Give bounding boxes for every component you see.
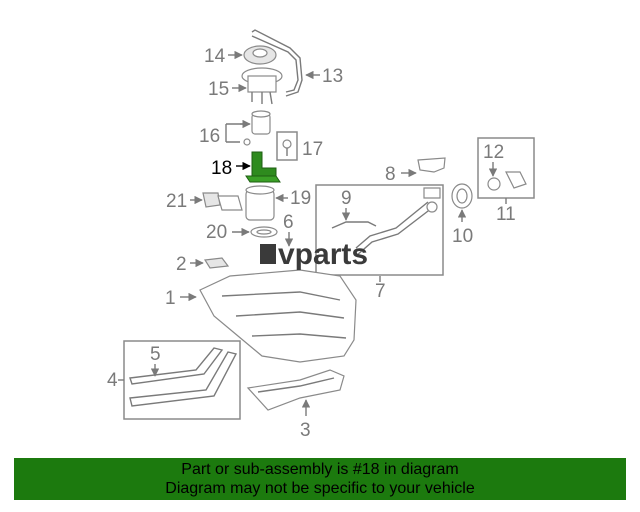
callout-2: 2 xyxy=(176,254,187,275)
callout-11: 11 xyxy=(496,204,516,225)
callout-1: 1 xyxy=(165,288,176,309)
callout-16: 16 xyxy=(199,126,220,147)
callout-10: 10 xyxy=(452,226,473,247)
callout-21: 21 xyxy=(166,191,187,212)
part-3-heat-shield xyxy=(246,369,345,411)
callout-8: 8 xyxy=(385,164,396,185)
callout-17: 17 xyxy=(302,139,323,160)
callout-6: 6 xyxy=(283,212,294,233)
part-19-canister xyxy=(245,185,275,221)
part-14-seal-ring xyxy=(243,45,277,65)
callout-4: 4 xyxy=(107,370,118,391)
part-17-valve xyxy=(276,131,298,161)
part-18-bracket xyxy=(245,151,281,183)
callout-18: 18 xyxy=(211,158,232,179)
parts-diagram: 14 13 15 16 17 18 21 xyxy=(107,29,535,441)
banner-line-1: Part or sub-assembly is #18 in diagram xyxy=(181,461,459,478)
callout-13: 13 xyxy=(322,66,343,87)
callout-7: 7 xyxy=(375,281,386,302)
callout-12: 12 xyxy=(483,142,504,163)
callout-19: 19 xyxy=(290,188,311,209)
part-2-pad xyxy=(203,257,230,269)
banner-line-2: Diagram may not be specific to your vehi… xyxy=(165,480,475,497)
part-13-tube xyxy=(251,29,303,97)
part-20-oring xyxy=(250,226,278,238)
callout-9: 9 xyxy=(341,188,352,209)
part-15-pump xyxy=(241,67,283,105)
part-7-filler-pipe-box xyxy=(315,184,444,276)
part-4-straps-box xyxy=(123,340,241,420)
vparts-watermark: vparts xyxy=(260,238,368,271)
part-10-fuel-cap xyxy=(451,183,473,209)
callout-15: 15 xyxy=(208,79,229,100)
callout-5: 5 xyxy=(150,344,161,365)
part-16-filter xyxy=(243,110,271,146)
callout-14: 14 xyxy=(204,46,226,67)
callout-3: 3 xyxy=(300,420,311,441)
part-21-clip xyxy=(202,192,243,211)
part-1-fuel-tank xyxy=(199,269,357,363)
svg-text:vparts: vparts xyxy=(278,238,368,271)
info-banner: Part or sub-assembly is #18 in diagram D… xyxy=(14,458,626,500)
callout-20: 20 xyxy=(206,222,227,243)
part-8-bracket xyxy=(417,157,446,173)
